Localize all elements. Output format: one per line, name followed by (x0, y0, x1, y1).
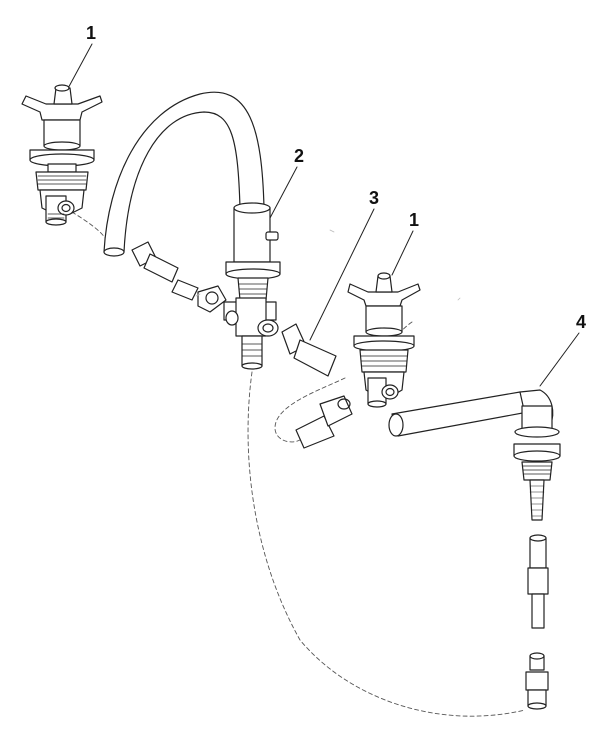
assembly-dashed-lines (71, 211, 526, 717)
left-hose-connector (131, 241, 227, 313)
callout-part-2: 2 (294, 146, 305, 166)
faint-marks (195, 229, 461, 301)
left-cross-handle-valve (21, 84, 103, 226)
callout-part-1-right: 1 (409, 210, 420, 230)
callout-part-3: 3 (369, 188, 380, 208)
callout-leader-lines (65, 43, 580, 387)
gooseneck-spout (103, 91, 281, 370)
callout-part-1-left: 1 (86, 23, 97, 43)
hose-assembly (281, 323, 353, 449)
callout-part-4: 4 (576, 312, 587, 332)
hand-shower (388, 389, 561, 710)
right-cross-handle-valve (347, 272, 421, 408)
